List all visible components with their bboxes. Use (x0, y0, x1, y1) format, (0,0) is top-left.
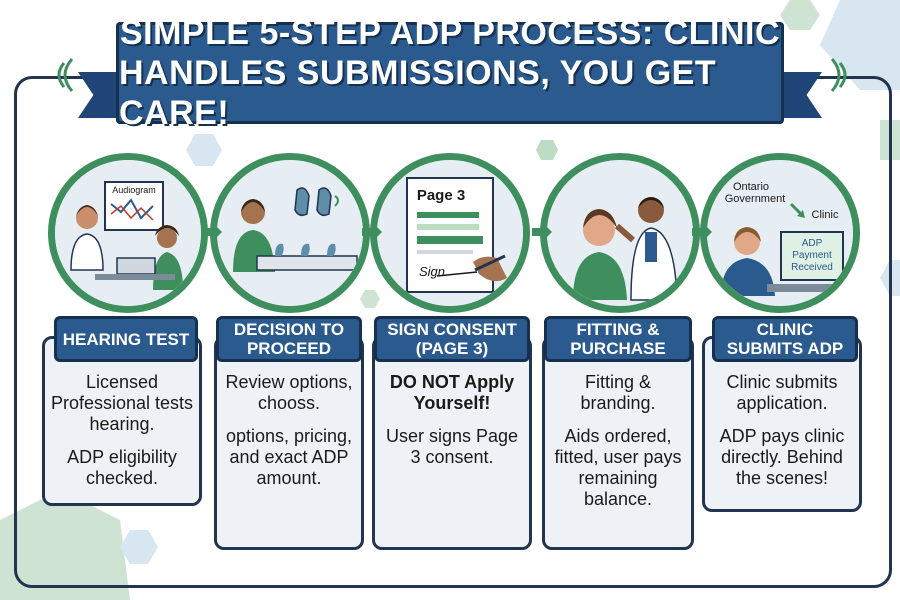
decor-hexagon (120, 530, 158, 564)
page-3-label: Page 3 (417, 187, 465, 204)
step-3-body: DO NOT Apply Yourself! User signs Page 3… (380, 372, 524, 480)
step-3-heading-line-1: SIGN CONSENT (387, 320, 517, 339)
clinic-label: Clinic (812, 209, 839, 221)
arrow-right-icon (202, 222, 222, 242)
step-3-illustration: Page 3 Sign (370, 153, 530, 313)
step-4-text-2: Aids ordered, fitted, user pays remainin… (554, 426, 682, 509)
step-4-heading-line-1: FITTING & (576, 320, 660, 339)
title-banner: SIMPLE 5-STEP ADP PROCESS: CLINIC HANDLE… (116, 14, 784, 132)
screen-line-2: Payment (792, 250, 832, 261)
signature-text: Sign (419, 264, 445, 279)
decor-hexagon (536, 140, 558, 160)
step-2-text-1: Review options, chooss. (225, 372, 353, 413)
step-1-text-2: ADP eligibility checked. (67, 447, 177, 488)
step-3-warning-text: DO NOT Apply Yourself! (389, 372, 515, 413)
step-2-heading: DECISION TO PROCEED (216, 316, 362, 362)
step-3-card (372, 336, 532, 550)
decor-hexagon (0, 490, 130, 600)
step-2-heading-line-1: DECISION TO (233, 320, 345, 339)
arrow-right-icon (362, 222, 382, 242)
step-2-heading-line-2: PROCEED (246, 339, 332, 358)
screen-line-3: Received (791, 262, 833, 273)
step-4-card (542, 336, 694, 550)
step-3-heading-line-2: (PAGE 3) (415, 339, 489, 358)
audiogram-label: Audiogram (112, 185, 156, 195)
step-2-text-2: options, pricing, and exact ADP amount. (225, 426, 353, 488)
step-4-body: Fitting & branding. Aids ordered, fitted… (550, 372, 686, 522)
decor-hexagon (820, 0, 900, 90)
step-2-body: Review options, chooss. options, pricing… (222, 372, 356, 501)
step-5-card (702, 336, 862, 512)
step-1-heading: HEARING TEST (54, 316, 198, 362)
step-1-heading-line-1: HEARING TEST (62, 329, 190, 349)
step-5-text-1: Clinic submits application. (726, 372, 838, 413)
arrow-right-icon (692, 222, 712, 242)
decor-hexagon (186, 134, 222, 166)
screen-line-1: ADP (802, 238, 823, 249)
step-2-illustration (210, 153, 370, 313)
step-4-heading-line-2: PURCHASE (570, 339, 666, 358)
step-1-card (42, 336, 202, 506)
ontario-label: Ontario (733, 181, 769, 193)
arrow-right-icon (532, 222, 552, 242)
step-2-card (214, 336, 364, 550)
step-1-text-1: Licensed Professional tests hearing. (50, 372, 194, 434)
step-4-illustration (540, 153, 700, 313)
title-line-2: HANDLES SUBMISSIONS, YOU GET CARE! (119, 54, 717, 132)
government-label: Government (725, 193, 786, 205)
step-5-illustration: Ontario Government Clinic ADP Payment Re… (700, 153, 860, 313)
step-5-body: Clinic submits application. ADP pays cli… (710, 372, 854, 501)
step-4-heading: FITTING & PURCHASE (544, 316, 692, 362)
sound-waves-right-icon (830, 58, 847, 92)
step-3-heading: SIGN CONSENT (PAGE 3) (374, 316, 530, 362)
sound-waves-left-icon (57, 58, 74, 92)
step-4-text-1: Fitting & branding. (580, 372, 656, 413)
step-5-heading-line-1: CLINIC (756, 320, 814, 339)
step-1-illustration: Audiogram (48, 153, 208, 313)
decor-hexagon (360, 290, 380, 308)
decor-hexagon (780, 0, 820, 30)
step-5-heading: CLINIC SUBMITS ADP (712, 316, 858, 362)
title-line-1: SIMPLE 5-STEP ADP PROCESS: CLINIC (119, 14, 781, 52)
step-1-body: Licensed Professional tests hearing. ADP… (50, 372, 194, 501)
step-5-text-2: ADP pays clinic directly. Behind the sce… (719, 426, 845, 488)
step-3-text-2: User signs Page 3 consent. (385, 426, 519, 467)
step-5-heading-line-2: SUBMITS ADP (726, 339, 844, 358)
